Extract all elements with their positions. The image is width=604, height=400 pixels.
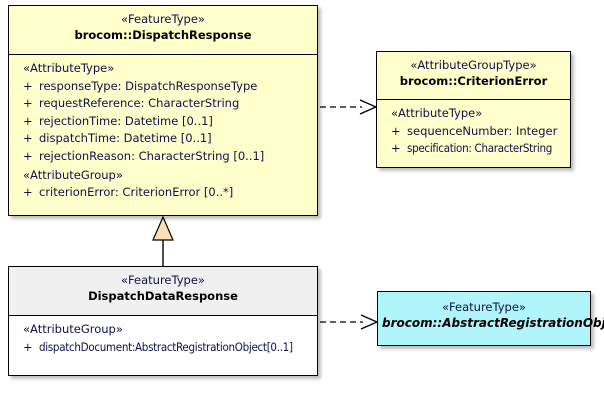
section-label-attributetype: «AttributeType»: [391, 106, 483, 120]
class-header-criterion-error: «AttributeGroupType» brocom::CriterionEr…: [377, 52, 570, 100]
attribute-row: + sequenceNumber: Integer: [377, 123, 570, 141]
class-name: brocom::AbstractRegistrationObject: [382, 316, 604, 331]
visibility-marker: +: [23, 113, 33, 128]
class-name: brocom::CriterionError: [399, 74, 548, 89]
class-box-criterion-error[interactable]: «AttributeGroupType» brocom::CriterionEr…: [376, 51, 571, 168]
section-label-attributetype: «AttributeType»: [23, 61, 115, 75]
attribute-label: criterionError: CriterionError [0..*]: [39, 185, 234, 200]
visibility-marker: +: [23, 96, 33, 111]
class-name: DispatchDataResponse: [88, 289, 238, 304]
class-header-dispatch-data-response: «FeatureType» DispatchDataResponse: [9, 267, 317, 316]
attribute-label: rejectionReason: CharacterString [0..1]: [39, 149, 265, 163]
attribute-row: + dispatchTime: Datetime [0..1]: [9, 130, 317, 148]
class-stereotype: «AttributeGroupType»: [410, 58, 537, 72]
attribute-row: + specification: CharacterString: [377, 140, 570, 158]
attribute-label: sequenceNumber: Integer: [407, 123, 558, 138]
section-label-attributegroup: «AttributeGroup»: [23, 322, 123, 336]
class-stereotype: «FeatureType»: [121, 273, 205, 287]
attribute-label: dispatchDocument:AbstractRegistrationObj…: [39, 339, 293, 354]
visibility-marker: +: [23, 78, 33, 93]
class-body-dispatch-data-response: «AttributeGroup» + dispatchDocument:Abst…: [9, 316, 317, 375]
attribute-label: rejectionTime: Datetime [0..1]: [39, 113, 213, 128]
open-arrow-head: [359, 99, 378, 115]
attribute-label: requestReference: CharacterString: [39, 96, 240, 111]
attribute-row: + dispatchDocument:AbstractRegistrationO…: [9, 339, 317, 357]
generalization-dispatchdataresponse-to-dispatchresponse: [152, 215, 174, 266]
dependency-dispatchdataresponse-to-abstractregistrationobject: [320, 314, 379, 330]
attribute-row: + responseType: DispatchResponseType: [9, 78, 317, 96]
class-header-abstract-registration-object: «FeatureType» brocom::AbstractRegistrati…: [378, 292, 604, 345]
attribute-row: + rejectionReason: CharacterString [0..1…: [9, 148, 317, 166]
visibility-marker: +: [23, 185, 33, 200]
class-box-abstract-registration-object[interactable]: «FeatureType» brocom::AbstractRegistrati…: [377, 291, 604, 346]
visibility-marker: +: [391, 141, 401, 156]
class-box-dispatch-data-response[interactable]: «FeatureType» DispatchDataResponse «Attr…: [8, 266, 318, 376]
class-name: brocom::DispatchResponse: [74, 28, 252, 43]
class-stereotype: «FeatureType»: [121, 12, 205, 26]
hollow-triangle-arrow-head: [152, 215, 174, 241]
open-arrow-head: [360, 314, 379, 330]
attribute-label: responseType: DispatchResponseType: [39, 78, 258, 93]
visibility-marker: +: [23, 131, 33, 146]
visibility-marker: +: [391, 123, 401, 138]
attribute-label: dispatchTime: Datetime [0..1]: [39, 131, 212, 146]
attribute-row: + criterionError: CriterionError [0..*]: [9, 184, 317, 202]
class-box-dispatch-response[interactable]: «FeatureType» brocom::DispatchResponse «…: [8, 5, 318, 216]
section-label-attributegroup: «AttributeGroup»: [23, 167, 123, 182]
class-body-dispatch-response: «AttributeType» + responseType: Dispatch…: [9, 55, 317, 215]
visibility-marker: +: [23, 339, 33, 354]
attribute-row: + requestReference: CharacterString: [9, 95, 317, 113]
class-header-dispatch-response: «FeatureType» brocom::DispatchResponse: [9, 6, 317, 55]
visibility-marker: +: [23, 149, 33, 163]
class-body-criterion-error: «AttributeType» + sequenceNumber: Intege…: [377, 100, 570, 167]
attribute-label: specification: CharacterString: [407, 141, 552, 156]
attribute-row: + rejectionTime: Datetime [0..1]: [9, 113, 317, 131]
class-stereotype: «FeatureType»: [442, 300, 526, 314]
dependency-dispatchresponse-to-criterionerror: [320, 99, 378, 115]
